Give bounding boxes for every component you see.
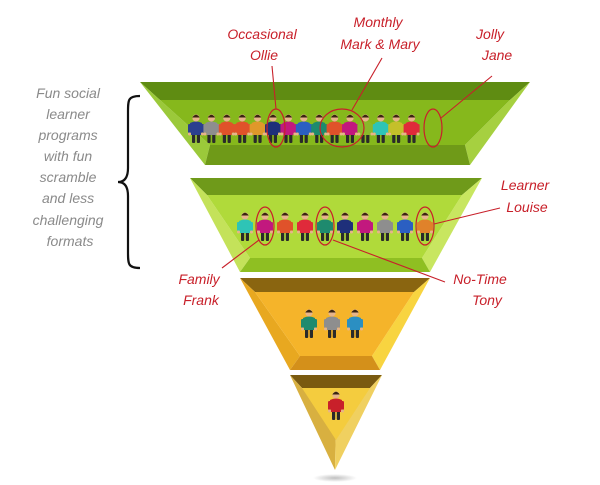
leader-family-frank: [221, 239, 260, 269]
person-figure: [342, 114, 358, 143]
tier-2-top-face: [190, 178, 482, 195]
tier-3-top-face: [240, 278, 430, 292]
person-figure: [295, 114, 312, 143]
highlight-family-frank: [255, 206, 275, 246]
tier-4: [290, 375, 382, 470]
person-figure: [257, 212, 273, 241]
tier-1-bottom-face: [205, 145, 470, 165]
person-figure: [372, 114, 389, 143]
tier-1-top-face: [140, 82, 530, 100]
tier-2: [190, 178, 482, 272]
label-jolly-jane: Jolly Jane: [475, 26, 512, 63]
tier-3: [240, 278, 430, 370]
leader-learner-louise: [433, 207, 501, 225]
person-figure: [311, 114, 328, 143]
person-figure: [188, 114, 204, 143]
person-figure: [377, 212, 393, 241]
leader-no-time-tony: [332, 239, 446, 283]
person-figure: [301, 309, 317, 338]
person-figure: [357, 114, 374, 143]
tier-4-front-face: [302, 388, 370, 440]
person-figure: [337, 212, 353, 241]
person-figure: [265, 114, 281, 143]
person-figure: [403, 114, 420, 143]
person-figure: [324, 309, 340, 338]
leader-occasional-ollie: [271, 65, 277, 110]
tier-4-left-face: [290, 375, 336, 470]
person-figure: [249, 114, 266, 143]
curly-brace: [117, 94, 141, 270]
person-figure: [328, 391, 344, 420]
person-figure: [326, 114, 343, 143]
highlight-jolly-jane: [423, 108, 443, 148]
highlight-no-time-tony: [315, 206, 335, 246]
tier-1-left-face: [140, 82, 210, 165]
side-note: Fun social learner programs with fun scr…: [33, 85, 141, 270]
persona-labels: Occasional Ollie Monthly Mark & Mary Jol…: [178, 14, 553, 308]
leader-jolly-jane: [440, 75, 493, 119]
side-note-text: Fun social learner programs with fun scr…: [33, 85, 108, 249]
person-figure: [357, 212, 373, 241]
highlight-learner-louise: [415, 206, 435, 246]
people-layer: [188, 114, 433, 420]
tier-2-right-face: [422, 178, 482, 272]
tier-2-bottom-face: [240, 258, 430, 272]
label-learner-louise: Learner Louise: [501, 177, 553, 215]
tier-3-bottom-face: [290, 356, 380, 370]
highlight-circles: [255, 108, 443, 246]
tier-3-right-face: [372, 278, 430, 370]
person-figure: [203, 114, 220, 143]
person-figure: [388, 114, 405, 143]
person-figure: [297, 212, 313, 241]
leader-lines: [221, 57, 501, 283]
tier-3-left-face: [240, 278, 300, 370]
person-figure: [317, 212, 333, 241]
tier-4-right-face: [335, 375, 382, 470]
person-figure: [218, 114, 235, 143]
highlight-monthly-mark-mary: [319, 108, 365, 148]
person-figure: [277, 212, 293, 241]
label-occasional-ollie: Occasional Ollie: [227, 26, 300, 63]
tier-4-top-face: [290, 375, 382, 388]
leader-monthly-mark-mary: [351, 57, 383, 111]
person-figure: [234, 114, 251, 143]
tier-2-left-face: [190, 178, 250, 272]
label-family-frank: Family Frank: [178, 271, 223, 308]
funnel-shadow: [313, 474, 357, 482]
label-no-time-tony: No-Time Tony: [453, 271, 510, 308]
person-figure: [347, 309, 363, 338]
person-figure: [237, 212, 253, 241]
tier-1-right-face: [465, 82, 530, 165]
person-figure: [397, 212, 413, 241]
label-monthly-mark-mary: Monthly Mark & Mary: [340, 14, 420, 52]
person-figure: [417, 212, 433, 241]
